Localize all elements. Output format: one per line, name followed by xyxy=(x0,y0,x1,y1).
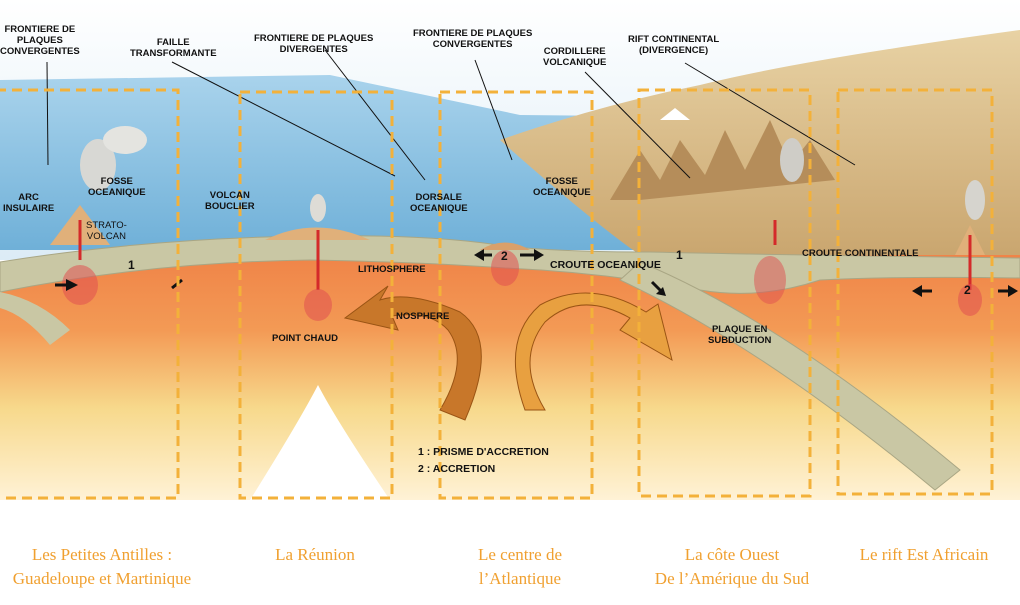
label-asthenosphere: NOSPHERE xyxy=(396,311,450,322)
mantle xyxy=(0,238,1020,500)
leader-lines xyxy=(46,49,856,181)
subducting-plate xyxy=(619,261,961,491)
marker-2-rift: 2 xyxy=(964,283,971,297)
volcano-snow-peak xyxy=(660,108,690,120)
magma-chamber-3 xyxy=(491,250,519,286)
smoke-plume-2 xyxy=(103,126,147,154)
smoke-plume-4 xyxy=(780,138,804,182)
magma-chamber-2 xyxy=(304,289,332,321)
magma-chamber-1 xyxy=(62,265,98,305)
convection-arrow-left xyxy=(343,285,482,421)
caption-antilles: Les Petites Antilles :Guadeloupe et Mart… xyxy=(12,545,192,588)
label-point-chaud: POINT CHAUD xyxy=(272,333,338,344)
label-strato-volcan: STRATO-VOLCAN xyxy=(86,220,127,242)
magma-chamber-5 xyxy=(958,284,982,316)
box-amerique xyxy=(637,88,812,498)
marker-2-ridge: 2 xyxy=(501,249,508,263)
legend: 1 : PRISME D'ACCRETION 2 : ACCRETION xyxy=(418,444,549,478)
smoke-plume-3 xyxy=(310,194,326,222)
smoke-plume-1 xyxy=(80,139,116,191)
box-antilles xyxy=(0,88,180,500)
legend-item-2: 2 : ACCRETION xyxy=(418,463,496,475)
convection-arrow-right xyxy=(514,292,673,411)
box-rift xyxy=(836,88,994,496)
label-croute-continentale: CROUTE CONTINENTALE xyxy=(802,248,919,259)
label-rift-continental: RIFT CONTINENTAL(DIVERGENCE) xyxy=(628,34,720,56)
legend-item-1: 1 : PRISME D'ACCRETION xyxy=(418,446,549,458)
region-boxes xyxy=(0,88,994,500)
label-croute-oceanique: CROUTE OCEANIQUE xyxy=(550,259,661,271)
marker-1-right: 1 xyxy=(676,248,683,262)
magma-chamber-4 xyxy=(754,256,786,304)
left-subducting-plate xyxy=(0,292,70,345)
caption-rift: Le rift Est Africain xyxy=(859,545,989,564)
box-atlantique xyxy=(438,90,594,500)
cordillera-mountains xyxy=(610,120,835,200)
smoke-plume-5 xyxy=(965,180,985,220)
label-lithosphere: LITHOSPHERE xyxy=(358,264,426,275)
ridge-mound xyxy=(480,242,530,250)
caption-reunion: La Réunion xyxy=(275,545,355,564)
marker-1-left: 1 xyxy=(128,258,135,272)
box-reunion xyxy=(238,90,394,500)
hot-spot-plume xyxy=(250,385,390,500)
